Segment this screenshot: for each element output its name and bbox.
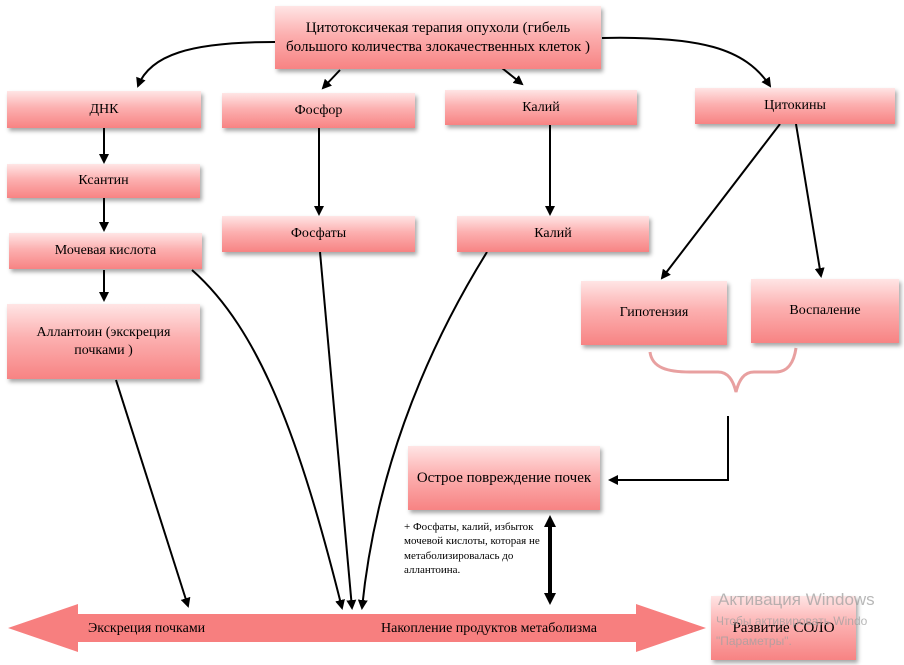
node-potassium-top: Калий xyxy=(445,90,637,125)
node-phosphorus: Фосфор xyxy=(222,93,415,128)
node-dna: ДНК xyxy=(7,91,201,128)
node-uric-acid: Мочевая кислота xyxy=(9,233,202,269)
activation-watermark-title: Активация Windows xyxy=(718,590,875,609)
arrow-cytokines-inflammation xyxy=(795,123,825,278)
arrow-phosphates-accumulation xyxy=(319,251,357,610)
activation-watermark-params: "Параметры". xyxy=(716,634,792,648)
arrow-therapy-dna xyxy=(136,41,276,88)
arrow-therapy-phosphorus xyxy=(321,69,341,90)
label-accumulation: Накопление продуктов метаболизма xyxy=(381,621,597,636)
node-cytokines: Цитокины xyxy=(695,88,895,124)
arrow-therapy-potassium xyxy=(501,67,524,86)
bottom-double-arrow xyxy=(8,604,706,652)
node-solo: Развитие СОЛО xyxy=(711,596,856,660)
arrow-uric-accumulation xyxy=(191,269,345,610)
arrow-allantoin-excretion xyxy=(115,379,191,608)
node-potassium-bottom: Калий xyxy=(457,216,649,252)
node-phosphates: Фосфаты xyxy=(222,216,415,252)
brace xyxy=(648,347,798,393)
node-inflammation: Воспаление xyxy=(751,279,899,343)
activation-watermark-line: Чтобы активировать Windo xyxy=(716,614,868,628)
note-text: + Фосфаты, калий, избыток мочевой кислот… xyxy=(404,521,540,576)
node-xanthine: Ксантин xyxy=(7,164,200,198)
arrow-therapy-cytokines xyxy=(601,36,772,88)
arrow-brace-aki xyxy=(608,416,729,485)
node-therapy: Цитотоксичекая терапия опухоли (гибель б… xyxy=(275,6,601,69)
node-allantoin: Аллантоин (экскреция почками ) xyxy=(7,304,200,379)
node-hypotension: Гипотензия xyxy=(581,281,727,345)
node-aki: Острое повреждение почек xyxy=(408,446,600,510)
label-excretion: Экскреция почками xyxy=(88,621,206,636)
arrow-cytokines-hypotension xyxy=(660,123,781,280)
arrow-potassium-accumulation xyxy=(357,251,488,610)
